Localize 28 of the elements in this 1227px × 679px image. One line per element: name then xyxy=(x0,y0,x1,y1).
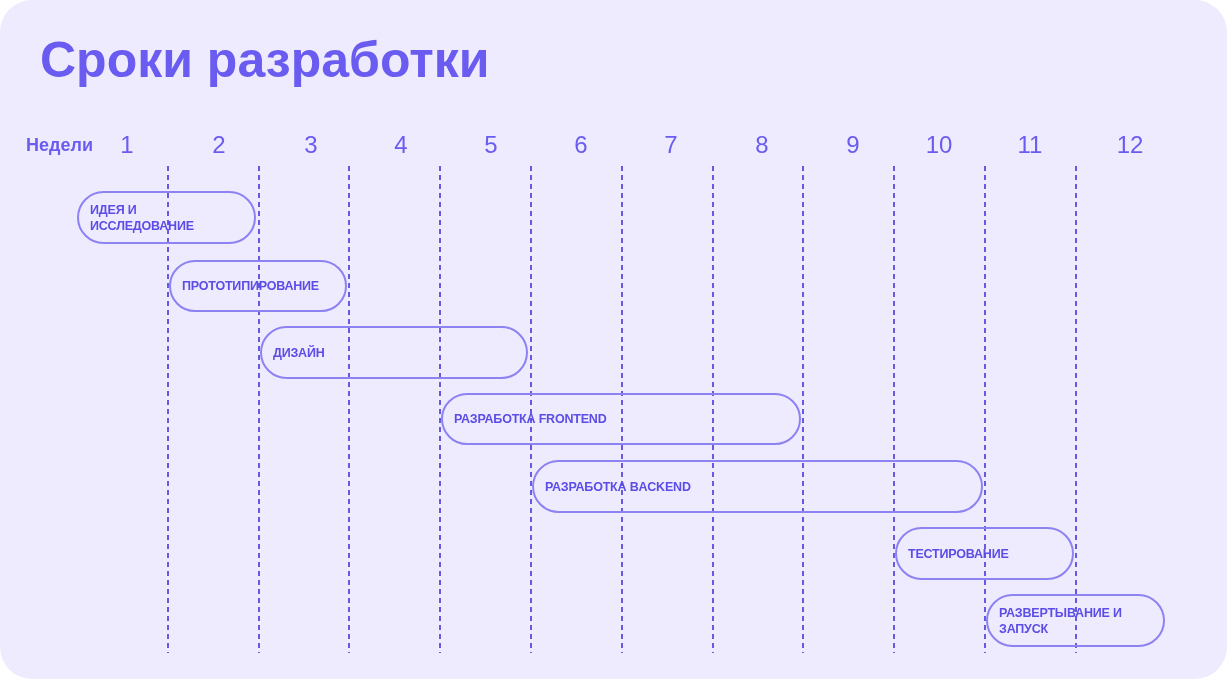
task-bar xyxy=(260,326,528,379)
task-bar xyxy=(532,460,983,513)
week-number: 2 xyxy=(212,131,226,159)
axis-label: Недели xyxy=(26,134,93,156)
chart-title: Сроки разработки xyxy=(40,31,490,90)
week-number: 8 xyxy=(755,131,769,159)
week-number: 11 xyxy=(1017,131,1043,159)
task-label: ИДЕЯ И ИССЛЕДОВАНИЕ xyxy=(90,201,195,234)
week-number: 5 xyxy=(484,131,498,159)
task-bar xyxy=(169,260,347,312)
task-label: РАЗРАБОТКА FRONTEND xyxy=(454,411,607,427)
task-label: РАЗВЕРТЫВАНИЕ И ЗАПУСК xyxy=(999,604,1123,637)
task-bar xyxy=(77,191,256,244)
task-label: ПРОТОТИПИРОВАНИЕ xyxy=(182,278,319,294)
task-label: РАЗРАБОТКА BACKEND xyxy=(545,478,691,495)
week-number: 9 xyxy=(846,131,860,159)
task-bar xyxy=(895,527,1074,580)
week-number: 4 xyxy=(394,131,408,159)
week-number: 12 xyxy=(1116,131,1144,159)
week-number: 10 xyxy=(925,131,953,159)
week-number: 3 xyxy=(304,131,318,159)
task-bar xyxy=(986,594,1165,647)
week-number: 6 xyxy=(574,131,588,159)
week-number: 1 xyxy=(120,131,134,159)
week-number: 7 xyxy=(664,131,678,159)
task-label: ТЕСТИРОВАНИЕ xyxy=(908,545,1009,562)
task-label: ДИЗАЙН xyxy=(273,344,325,361)
task-bar xyxy=(441,393,801,445)
